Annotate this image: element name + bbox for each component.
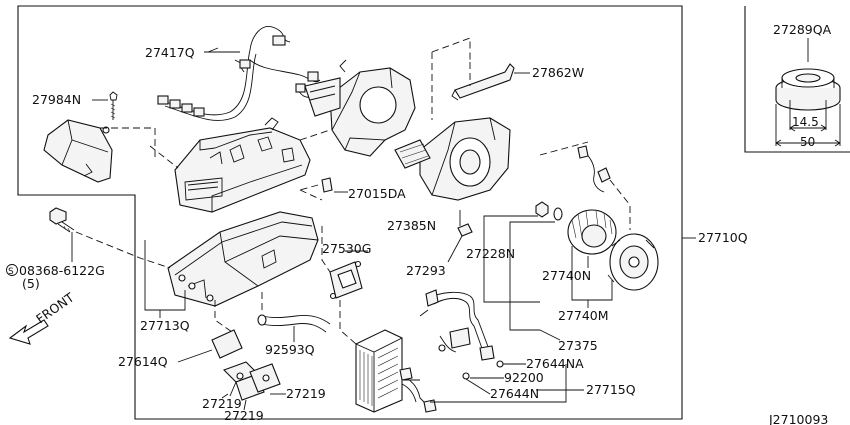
callout-27644NA: 27644NA xyxy=(526,356,584,371)
upper-housing xyxy=(174,117,311,213)
callout-27713Q: 27713Q xyxy=(140,318,190,333)
grommet-inset: 27289QA 14.5 50 xyxy=(773,22,841,149)
front-label: FRONT xyxy=(33,289,77,326)
screw xyxy=(49,207,75,262)
dim-inner: 14.5 xyxy=(792,115,819,129)
dim-outer: 50 xyxy=(800,135,815,149)
callout-27984N: 27984N xyxy=(32,92,81,107)
callout-27219-left: 27219 xyxy=(202,396,242,411)
callout-27385N: 27385N xyxy=(387,218,436,233)
callout-27715Q: 27715Q xyxy=(586,382,636,397)
callout-92593Q: 92593Q xyxy=(265,342,315,357)
blower-assembly xyxy=(535,141,659,291)
bracket-27530G xyxy=(329,260,363,300)
callout-27293: 27293 xyxy=(406,263,446,278)
drain-hose xyxy=(257,314,331,333)
main-frame xyxy=(17,5,683,420)
callout-27862W: 27862W xyxy=(532,65,584,80)
front-arrow: FRONT xyxy=(8,289,77,345)
callout-27417Q: 27417Q xyxy=(145,45,195,60)
bracket-27862W xyxy=(451,63,515,101)
callout-27219-right: 27219 xyxy=(286,386,326,401)
callout-08368-qty: (5) xyxy=(22,276,40,291)
callout-27289QA: 27289QA xyxy=(773,22,832,37)
intake-box xyxy=(394,117,511,201)
callout-08368-6122G: 08368-6122G xyxy=(19,263,105,278)
lower-housing xyxy=(167,211,319,307)
clip-27015DA xyxy=(299,177,333,193)
expansion-valve xyxy=(419,289,504,380)
callout-92200: 92200 xyxy=(504,370,544,385)
callout-27219-bottom: 27219 xyxy=(224,408,264,423)
callout-08368-prefix: S xyxy=(8,267,14,277)
s-prefix-circle xyxy=(6,264,18,276)
callout-27740M: 27740M xyxy=(558,308,609,323)
callout-27710Q: 27710Q xyxy=(698,230,748,245)
grommet-27293 xyxy=(457,223,473,237)
diagram-id: J2710093 xyxy=(768,412,828,425)
actuators xyxy=(223,361,281,401)
callout-27015DA: 27015DA xyxy=(348,186,406,201)
callout-27530G: 27530G xyxy=(322,241,371,256)
side-duct xyxy=(43,91,156,183)
wiring-harness xyxy=(157,26,321,121)
fan-housing xyxy=(304,59,416,157)
callout-27375: 27375 xyxy=(558,338,598,353)
callout-27644N: 27644N xyxy=(490,386,539,401)
inset-frame xyxy=(744,6,850,153)
callout-27614Q: 27614Q xyxy=(118,354,168,369)
callout-27228N: 27228N xyxy=(466,246,515,261)
evaporator-core xyxy=(355,329,437,413)
callout-27740N: 27740N xyxy=(542,268,591,283)
gasket-27614Q xyxy=(211,329,243,359)
